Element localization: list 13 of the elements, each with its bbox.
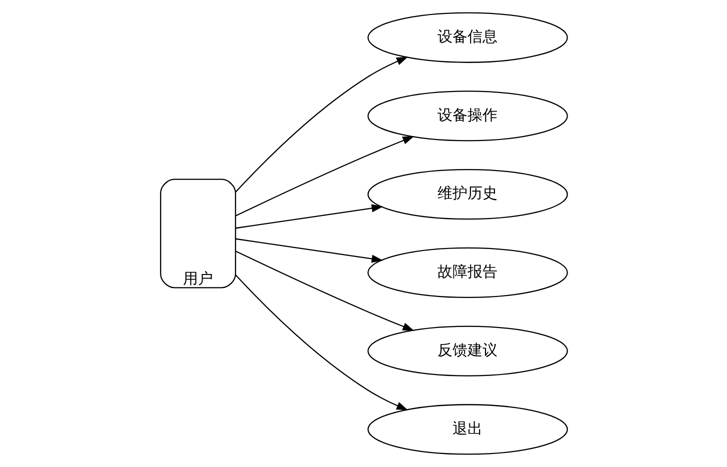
node-ellipse: 设备操作	[366, 90, 568, 142]
arrow	[235, 204, 383, 229]
node-ellipse: 维护历史	[366, 168, 568, 220]
node-ellipse: 退出	[366, 404, 568, 455]
node-ellipse: 设备信息	[366, 12, 568, 63]
arrow	[235, 136, 414, 216]
arrow	[234, 56, 408, 192]
node-box: 用户	[160, 178, 236, 288]
arrow	[234, 274, 408, 410]
node-ellipse: 故障报告	[366, 247, 568, 298]
arrow	[235, 250, 414, 331]
node-ellipse: 反馈建议	[366, 326, 568, 376]
arrow	[235, 238, 383, 263]
